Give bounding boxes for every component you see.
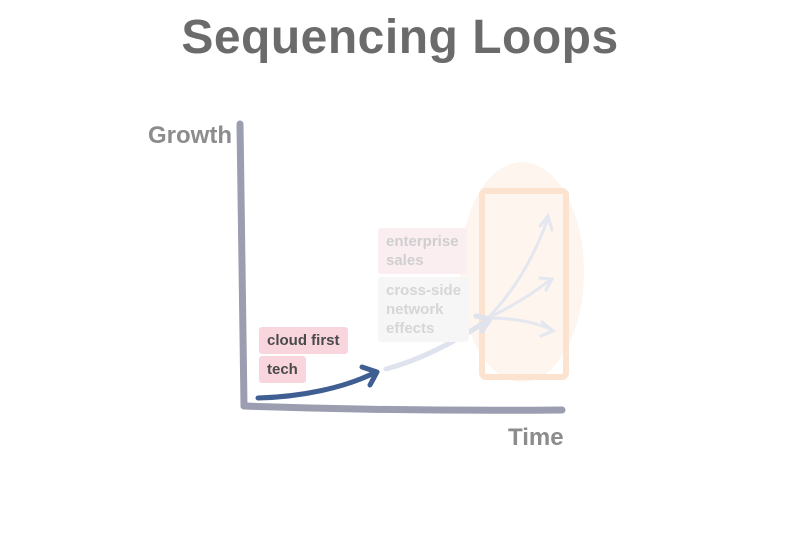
x-axis <box>240 402 566 414</box>
x-axis-label: Time <box>508 424 564 451</box>
tag-cross-side-network-effects: cross-side network effects <box>378 277 470 342</box>
tag-cloud-first: cloud first <box>259 327 348 354</box>
axes <box>236 120 566 414</box>
page-title: Sequencing Loops <box>181 11 619 64</box>
y-axis <box>236 120 248 410</box>
active-growth-arrow <box>255 364 380 401</box>
tag-tech: tech <box>259 356 306 383</box>
faded-growth-arrow <box>383 313 493 372</box>
tag-enterprise-sales: enterprise sales <box>378 228 467 274</box>
faded-branch-arrows <box>486 212 556 338</box>
y-axis-label: Growth <box>148 122 232 149</box>
